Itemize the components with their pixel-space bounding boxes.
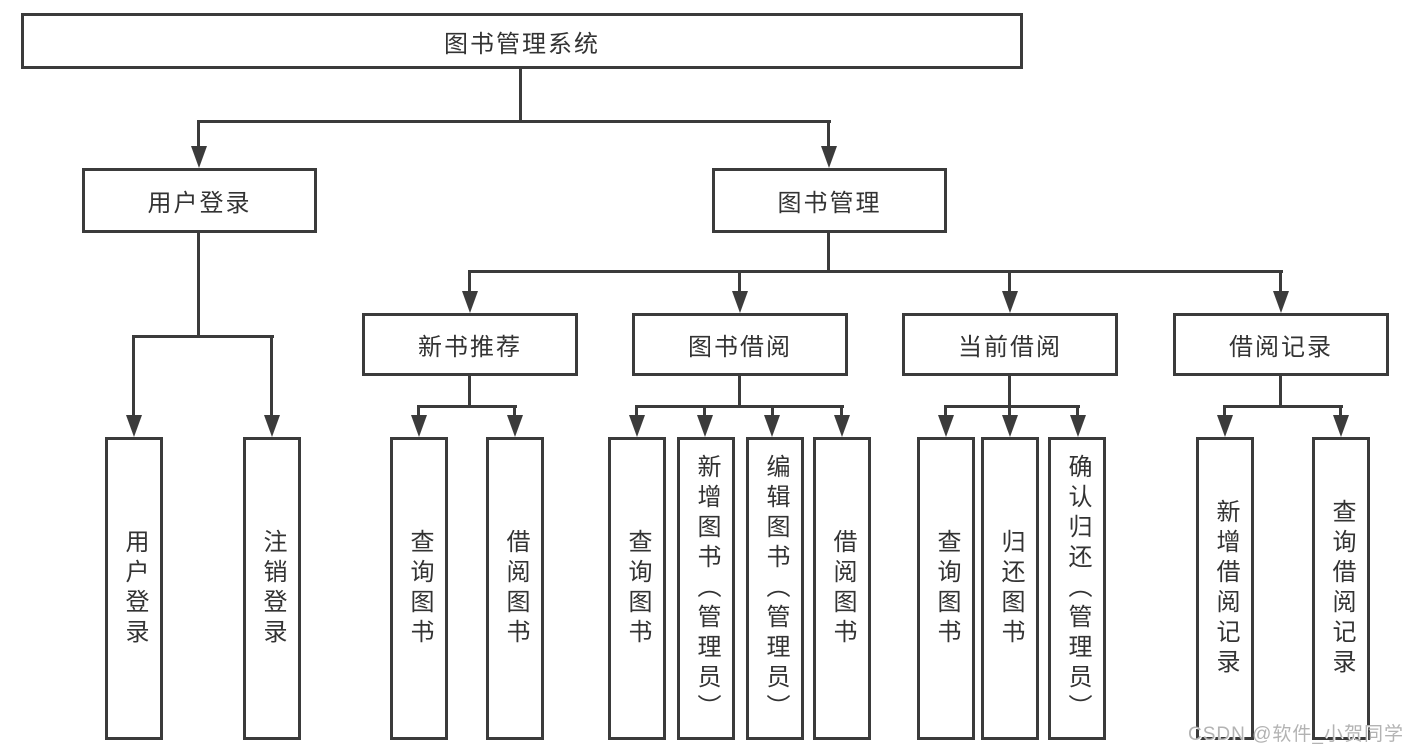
connector-line: [635, 405, 638, 419]
connector-line: [132, 335, 135, 419]
connector-line: [1008, 376, 1011, 407]
connector-arrowhead: [462, 291, 478, 313]
connector-line: [270, 335, 273, 419]
leaf-user-login: 用户登录: [105, 437, 163, 740]
connector-line: [133, 335, 274, 338]
connector-line: [636, 405, 844, 408]
connector-arrowhead: [1002, 415, 1018, 437]
node-current-borrowing: 当前借阅: [902, 313, 1118, 376]
connector-line: [197, 120, 200, 150]
leaf-label: 新增借阅记录: [1212, 498, 1239, 679]
connector-line: [468, 376, 471, 407]
leaf-borrow-edit-books-admin: 编辑图书（管理员）: [746, 437, 804, 740]
connector-arrowhead: [1070, 415, 1086, 437]
leaf-records-query-record: 查询借阅记录: [1312, 437, 1370, 740]
connector-line: [519, 69, 522, 122]
connector-arrowhead: [191, 146, 207, 168]
connector-arrowhead: [1217, 415, 1233, 437]
connector-arrowhead: [834, 415, 850, 437]
connector-arrowhead: [697, 415, 713, 437]
connector-arrowhead: [821, 146, 837, 168]
connector-line: [417, 405, 420, 419]
connector-line: [468, 270, 471, 295]
node-new-book-recommend: 新书推荐: [362, 313, 578, 376]
connector-line: [1008, 270, 1011, 295]
leaf-label: 查询图书: [406, 528, 433, 649]
leaf-label: 确认归还（管理员）: [1064, 453, 1091, 724]
leaf-current-confirm-return-admin: 确认归还（管理员）: [1048, 437, 1106, 740]
leaf-current-query-books: 查询图书: [917, 437, 975, 740]
leaf-label: 查询借阅记录: [1328, 498, 1355, 679]
connector-arrowhead: [507, 415, 523, 437]
leaf-current-return-books: 归还图书: [981, 437, 1039, 740]
connector-line: [418, 405, 517, 408]
leaf-logout-login: 注销登录: [243, 437, 301, 740]
connector-arrowhead: [732, 291, 748, 313]
connector-line: [513, 405, 516, 419]
connector-line: [703, 405, 706, 419]
connector-line: [771, 405, 774, 419]
connector-line: [827, 233, 830, 273]
connector-line: [1076, 405, 1079, 419]
connector-line: [1008, 405, 1011, 419]
leaf-label: 注销登录: [259, 528, 286, 649]
connector-line: [197, 233, 200, 337]
leaf-label: 用户登录: [121, 528, 148, 649]
connector-line: [1339, 405, 1342, 419]
leaf-newbook-borrow-books: 借阅图书: [486, 437, 544, 740]
connector-line: [738, 376, 741, 407]
leaf-label: 归还图书: [997, 528, 1024, 649]
connector-arrowhead: [938, 415, 954, 437]
node-book-borrowing: 图书借阅: [632, 313, 848, 376]
leaf-label: 借阅图书: [502, 528, 529, 649]
leaf-label: 查询图书: [624, 528, 651, 649]
node-user-login: 用户登录: [82, 168, 317, 233]
leaf-records-add-record: 新增借阅记录: [1196, 437, 1254, 740]
connector-arrowhead: [764, 415, 780, 437]
connector-arrowhead: [1002, 291, 1018, 313]
leaf-borrow-query-books: 查询图书: [608, 437, 666, 740]
connector-line: [1279, 376, 1282, 407]
node-library-system: 图书管理系统: [21, 13, 1023, 69]
connector-line: [840, 405, 843, 419]
connector-line: [468, 270, 1283, 273]
connector-line: [738, 270, 741, 295]
connector-arrowhead: [629, 415, 645, 437]
connector-arrowhead: [411, 415, 427, 437]
leaf-label: 借阅图书: [829, 528, 856, 649]
leaf-borrow-borrow-books: 借阅图书: [813, 437, 871, 740]
connector-arrowhead: [264, 415, 280, 437]
connector-arrowhead: [1273, 291, 1289, 313]
node-borrowing-records: 借阅记录: [1173, 313, 1389, 376]
connector-arrowhead: [1333, 415, 1349, 437]
connector-line: [197, 120, 831, 123]
connector-line: [1224, 405, 1343, 408]
csdn-watermark: CSDN @软件_小贺同学: [1188, 724, 1404, 745]
leaf-borrow-add-books-admin: 新增图书（管理员）: [677, 437, 735, 740]
connector-line: [945, 405, 1080, 408]
connector-line: [1279, 270, 1282, 295]
leaf-newbook-query-books: 查询图书: [390, 437, 448, 740]
leaf-label: 查询图书: [933, 528, 960, 649]
leaf-label: 新增图书（管理员）: [693, 453, 720, 724]
node-book-management: 图书管理: [712, 168, 947, 233]
connector-line: [1223, 405, 1226, 419]
leaf-label: 编辑图书（管理员）: [762, 453, 789, 724]
connector-line: [944, 405, 947, 419]
connector-line: [827, 120, 830, 150]
connector-arrowhead: [126, 415, 142, 437]
